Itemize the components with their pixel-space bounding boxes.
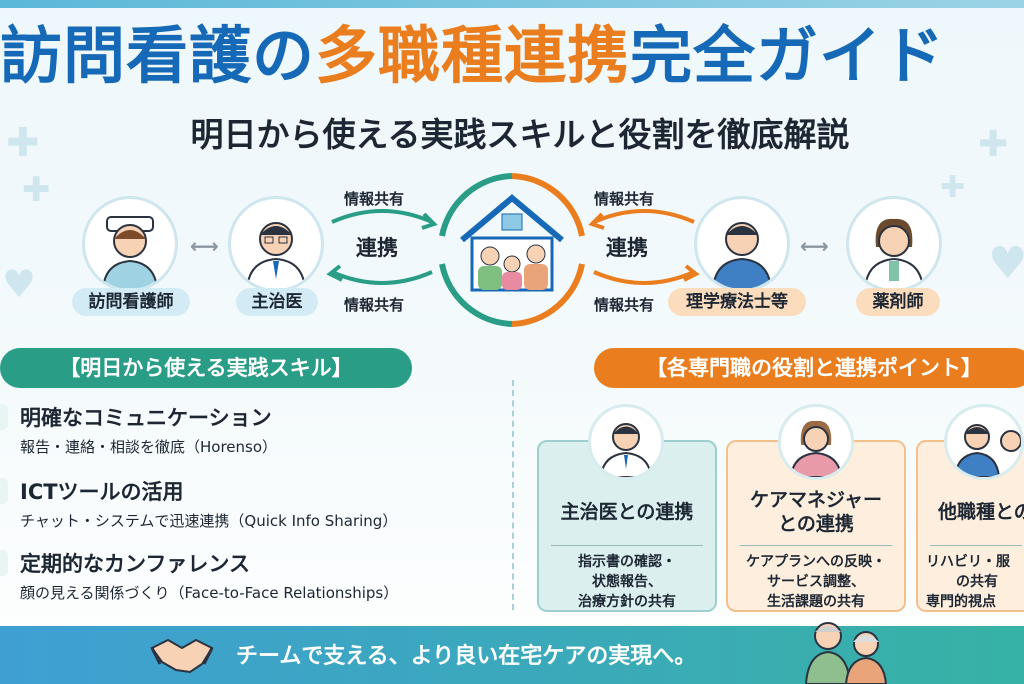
card-body-line: ケアプランへの反映・ [746, 554, 886, 570]
flow-label-left-mid: 連携 [356, 236, 398, 260]
nurse-icon [101, 216, 159, 289]
handshake-icon [150, 638, 214, 674]
roles-section-header: 【各専門職の役割と連携ポイント】 [594, 348, 1024, 388]
card-body: リハビリ・服 の共有 専門的視点 [926, 552, 1024, 610]
card-body: ケアプランへの反映・ サービス調整、 生活課題の共有 [728, 552, 904, 610]
therapist-icon [711, 222, 773, 289]
skill-desc: チャット・システムで迅速連携（Quick Info Sharing） [20, 512, 398, 530]
skill-title: 明確なコミュニケーション [20, 406, 272, 430]
flow-arrows-right-icon [588, 209, 700, 285]
skill-desc: 顔の見える関係づくり（Face-to-Face Relationships） [20, 584, 399, 602]
flow-label-right-bottom: 情報共有 [594, 296, 655, 314]
card-caremanager-avatar [778, 404, 854, 480]
doctor-icon [245, 222, 307, 289]
caremanager-icon [789, 420, 843, 477]
skill-title: ICTツールの活用 [20, 480, 184, 504]
card-body-line: 生活課題の共有 [767, 594, 865, 610]
therapist-avatar [694, 196, 790, 292]
card-body-line: サービス調整、 [767, 574, 865, 590]
heart-decoration-right: ♥ [988, 238, 1024, 289]
card-title: 主治医との連携 [560, 501, 694, 523]
skills-section-header: 【明日から使える実践スキル】 [0, 348, 412, 388]
cross-decoration-right-2: ✚ [940, 170, 966, 205]
card-body: 指示書の確認・ 状態報告、 治療方針の共有 [539, 552, 715, 610]
card-title-line: との連携 [778, 513, 854, 535]
card-body-line: 指示書の確認・ [578, 554, 676, 570]
skill-marker [0, 550, 8, 576]
card-doctor-avatar [588, 404, 664, 480]
flow-label-right-top: 情報共有 [594, 190, 655, 208]
skill-marker [0, 404, 8, 430]
heart-decoration-left: ♥ [2, 262, 37, 306]
doctor-avatar [228, 196, 324, 292]
double-arrow-right-icon: ⟷ [800, 234, 829, 258]
title-part-3: 完全ガイド [630, 19, 946, 92]
role-label-pharmacist: 薬剤師 [856, 288, 940, 316]
team-icon [953, 424, 1021, 477]
card-body-line: リハビリ・服 [926, 554, 1010, 570]
role-label-nurse: 訪問看護師 [72, 288, 190, 316]
card-body-line: 状態報告、 [592, 574, 662, 590]
card-title: ケアマネジャー との連携 [728, 488, 904, 536]
page-subtitle: 明日から使える実践スキルと役割を徹底解説 [190, 115, 850, 154]
skill-desc: 報告・連絡・相談を徹底（Horenso） [20, 438, 278, 456]
double-arrow-left-icon: ⟷ [190, 234, 219, 258]
card-others-avatar [944, 404, 1024, 480]
cross-decoration-left-2: ✚ [22, 170, 51, 210]
footer-message: チームで支える、より良い在宅ケアの実現へ。 [236, 644, 697, 669]
section-divider [512, 380, 514, 610]
page-title: 訪問看護の多職種連携完全ガイド [0, 12, 1024, 100]
skill-marker [0, 478, 8, 504]
pharmacist-icon [863, 218, 925, 289]
cross-decoration-left: ✚ [6, 120, 40, 166]
role-label-therapist: 理学療法士等 [668, 288, 806, 316]
flow-label-left-bottom: 情報共有 [344, 296, 405, 314]
card-divider [551, 545, 703, 546]
role-label-doctor: 主治医 [236, 288, 318, 316]
card-divider [930, 545, 1022, 546]
card-divider [740, 545, 892, 546]
nurse-avatar [82, 196, 178, 292]
title-part-1: 訪問看護の [0, 19, 316, 92]
elderly-couple-icon [804, 622, 888, 684]
top-accent-band [0, 0, 1024, 8]
card-body-line: 専門的視点 [926, 594, 996, 610]
title-part-2: 多職種連携 [315, 19, 631, 92]
card-title-line: ケアマネジャー [749, 489, 883, 511]
skill-title: 定期的なカンファレンス [20, 552, 250, 576]
card-title: 他職種との [938, 501, 1024, 523]
flow-arrows-left-icon [326, 209, 438, 285]
doctor-icon [599, 423, 653, 477]
card-body-line: 治療方針の共有 [578, 594, 676, 610]
flow-label-right-mid: 連携 [606, 236, 648, 260]
flow-label-left-top: 情報共有 [344, 190, 405, 208]
cross-decoration-right: ✚ [978, 124, 1009, 165]
pharmacist-avatar [846, 196, 942, 292]
card-body-line: の共有 [956, 574, 998, 590]
home-family-icon [439, 173, 585, 327]
